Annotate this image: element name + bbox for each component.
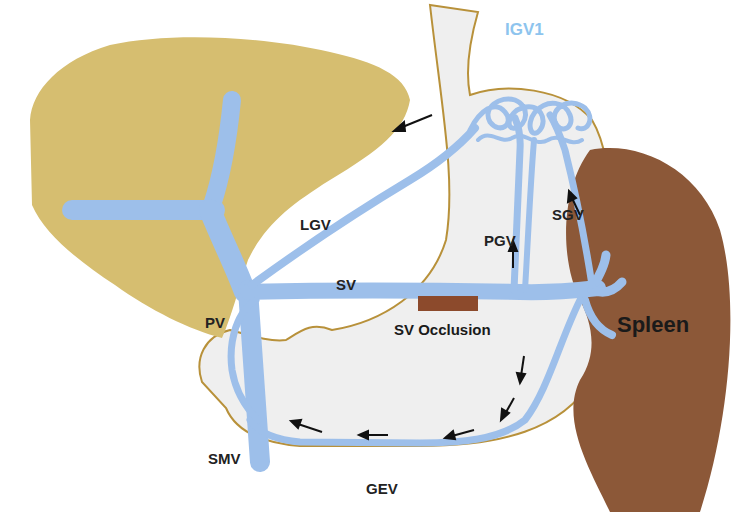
- gastroepiploic-vein: [250, 300, 580, 443]
- varix-tangle: [478, 136, 582, 143]
- portal-vein: [210, 210, 245, 292]
- occlusion-marker: SV Occlusion: [388, 293, 512, 343]
- superior-mesenteric-vein: [248, 290, 260, 462]
- vessel-label: PGV: [484, 232, 516, 249]
- vessel-label: LGV: [300, 216, 331, 233]
- node-label: Spleen: [617, 312, 689, 338]
- splenic-vein: [248, 288, 598, 292]
- spleen-outline: [566, 148, 730, 512]
- varix-tangle: [470, 99, 590, 133]
- vessel-label: SV: [336, 276, 356, 293]
- left-gastric-vein: [252, 128, 475, 285]
- liver-shape: [30, 37, 410, 338]
- portal-vein-left-branch: [72, 200, 215, 220]
- posterior-gastric-vein: [514, 118, 520, 290]
- occlusion-block: [418, 296, 478, 311]
- posterior-gastric-vein: [525, 140, 534, 290]
- vessel-label: SMV: [208, 450, 241, 467]
- flow-arrows: [291, 115, 580, 439]
- spleen-shape: Spleen: [555, 140, 750, 512]
- vessel-label: PV: [205, 314, 225, 331]
- portal-vein-right-branch: [212, 100, 232, 205]
- vessel-label: GEV: [366, 480, 398, 497]
- node-label: SV Occlusion: [394, 321, 491, 338]
- vessel-label: SGV: [552, 206, 584, 223]
- vessel-label: IGV1: [505, 20, 544, 40]
- duodenal-loop-vein: [231, 300, 258, 420]
